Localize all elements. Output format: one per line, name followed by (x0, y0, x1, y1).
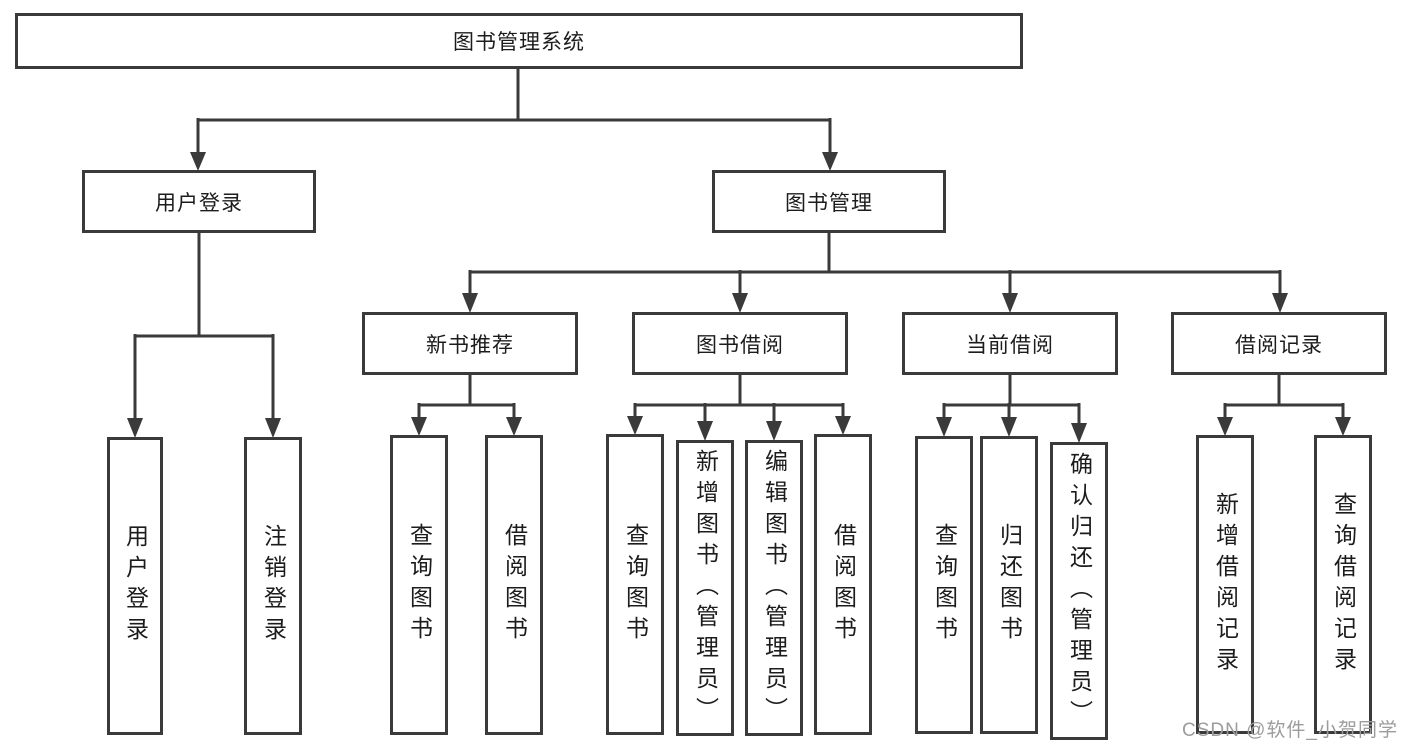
node-user-login-label: 用户登录 (155, 191, 243, 215)
leaf-record-add-label: 新增借阅记录 (1212, 491, 1239, 678)
leaf-current-confirm-return: 确认归还（管理员） (1050, 442, 1108, 740)
leaf-current-query: 查询图书 (915, 436, 973, 734)
leaf-current-return-label: 归还图书 (996, 523, 1023, 647)
node-current-borrow: 当前借阅 (902, 312, 1118, 375)
node-root: 图书管理系统 (15, 13, 1023, 69)
leaf-current-confirm-return-label: 确认归还（管理员） (1066, 451, 1093, 731)
edges-new-book (411, 375, 522, 436)
leaf-borrow-edit: 编辑图书（管理员） (745, 440, 803, 736)
node-root-label: 图书管理系统 (453, 31, 585, 54)
leaf-borrow-add: 新增图书（管理员） (676, 440, 734, 736)
node-book-borrow-label: 图书借阅 (696, 333, 784, 357)
node-borrow-records-label: 借阅记录 (1235, 333, 1323, 357)
leaf-borrow-add-label: 新增图书（管理员） (692, 448, 719, 728)
leaf-borrow-query: 查询图书 (606, 434, 664, 735)
csdn-watermark: CSDN @软件_小贺同学 (1182, 720, 1398, 741)
edges-book-borrow (627, 375, 851, 441)
leaf-user-login: 用户登录 (107, 437, 163, 735)
leaf-borrow-borrow-label: 借阅图书 (830, 522, 857, 647)
edges-current-borrow (936, 375, 1087, 443)
leaf-logout: 注销登录 (244, 437, 302, 735)
leaf-user-login-label: 用户登录 (122, 524, 149, 648)
node-book-borrow: 图书借阅 (632, 312, 848, 375)
node-current-borrow-label: 当前借阅 (966, 333, 1054, 357)
leaf-borrow-edit-label: 编辑图书（管理员） (761, 448, 788, 728)
leaf-newbook-query-label: 查询图书 (406, 523, 433, 647)
node-new-book-recommend-label: 新书推荐 (426, 333, 514, 357)
edges-book-manage (462, 233, 1288, 313)
leaf-current-query-label: 查询图书 (931, 523, 958, 647)
node-book-manage-label: 图书管理 (785, 191, 873, 215)
leaf-record-add: 新增借阅记录 (1196, 435, 1254, 734)
leaf-newbook-query: 查询图书 (390, 435, 448, 735)
edges-root (190, 69, 838, 171)
leaf-logout-label: 注销登录 (260, 524, 287, 648)
leaf-record-query-label: 查询借阅记录 (1330, 491, 1357, 678)
node-new-book-recommend: 新书推荐 (362, 312, 578, 375)
leaf-newbook-borrow-label: 借阅图书 (501, 523, 528, 647)
leaf-record-query: 查询借阅记录 (1314, 435, 1372, 734)
leaf-borrow-borrow: 借阅图书 (814, 434, 872, 735)
leaf-borrow-query-label: 查询图书 (622, 522, 649, 647)
node-book-manage: 图书管理 (712, 170, 946, 233)
leaf-newbook-borrow: 借阅图书 (485, 435, 543, 735)
leaf-current-return: 归还图书 (980, 436, 1038, 734)
edges-borrow-records (1217, 375, 1351, 436)
edges-user-login (127, 233, 281, 438)
node-user-login: 用户登录 (82, 170, 316, 233)
node-borrow-records: 借阅记录 (1171, 312, 1387, 375)
